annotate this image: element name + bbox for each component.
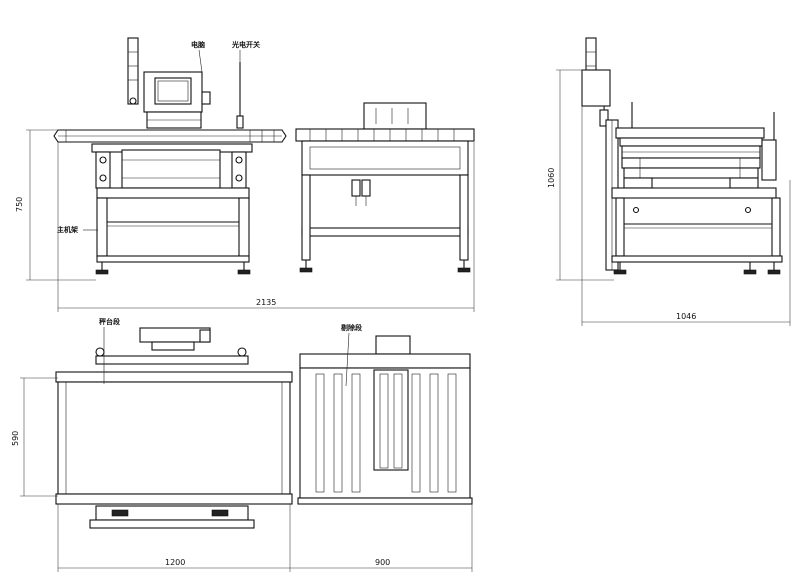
- label-weighing-section: 秤台段: [99, 317, 120, 326]
- dim-front-height: 750: [15, 129, 96, 281]
- front-view-reject-unit: [295, 102, 475, 273]
- foot-right: [237, 269, 251, 275]
- dim-top-weigh-length: 1200: [57, 504, 291, 572]
- conveyor-ticks: [65, 130, 275, 142]
- dim-900: 900: [375, 558, 390, 567]
- label-main-frame: 主机架: [57, 225, 78, 234]
- top-view-weighing: [55, 327, 293, 529]
- label-power-switch: 光电开关: [231, 40, 260, 49]
- label-reject-section: 剔除段: [340, 323, 362, 332]
- roller-marks: [309, 129, 455, 141]
- front-view-weighing-unit: [53, 37, 287, 275]
- dim-top-reject-length: 900: [290, 504, 473, 572]
- dim-top-depth: 590: [11, 377, 58, 497]
- dim-1046: 1046: [676, 312, 696, 321]
- dim-side-height: 1060: [547, 69, 614, 281]
- reject-rollers-top: [315, 373, 457, 493]
- signal-tower: [127, 37, 139, 105]
- foot-left: [95, 269, 109, 275]
- display-screen: [154, 77, 192, 105]
- dim-590: 590: [11, 431, 20, 446]
- dim-front-length: 2135: [57, 142, 475, 312]
- dim-1200: 1200: [165, 558, 185, 567]
- dim-1060: 1060: [547, 168, 556, 188]
- side-view: [581, 37, 783, 275]
- reject-conveyor: [295, 128, 475, 142]
- label-display: 电脑: [191, 40, 205, 49]
- reject-control-box: [363, 102, 427, 130]
- main-frame-top: [96, 187, 250, 199]
- weigh-belt-top: [57, 381, 291, 495]
- dim-2135: 2135: [256, 298, 276, 307]
- dim-750: 750: [15, 197, 24, 212]
- dim-side-depth: 1046: [581, 106, 791, 326]
- top-view-reject: [297, 335, 473, 505]
